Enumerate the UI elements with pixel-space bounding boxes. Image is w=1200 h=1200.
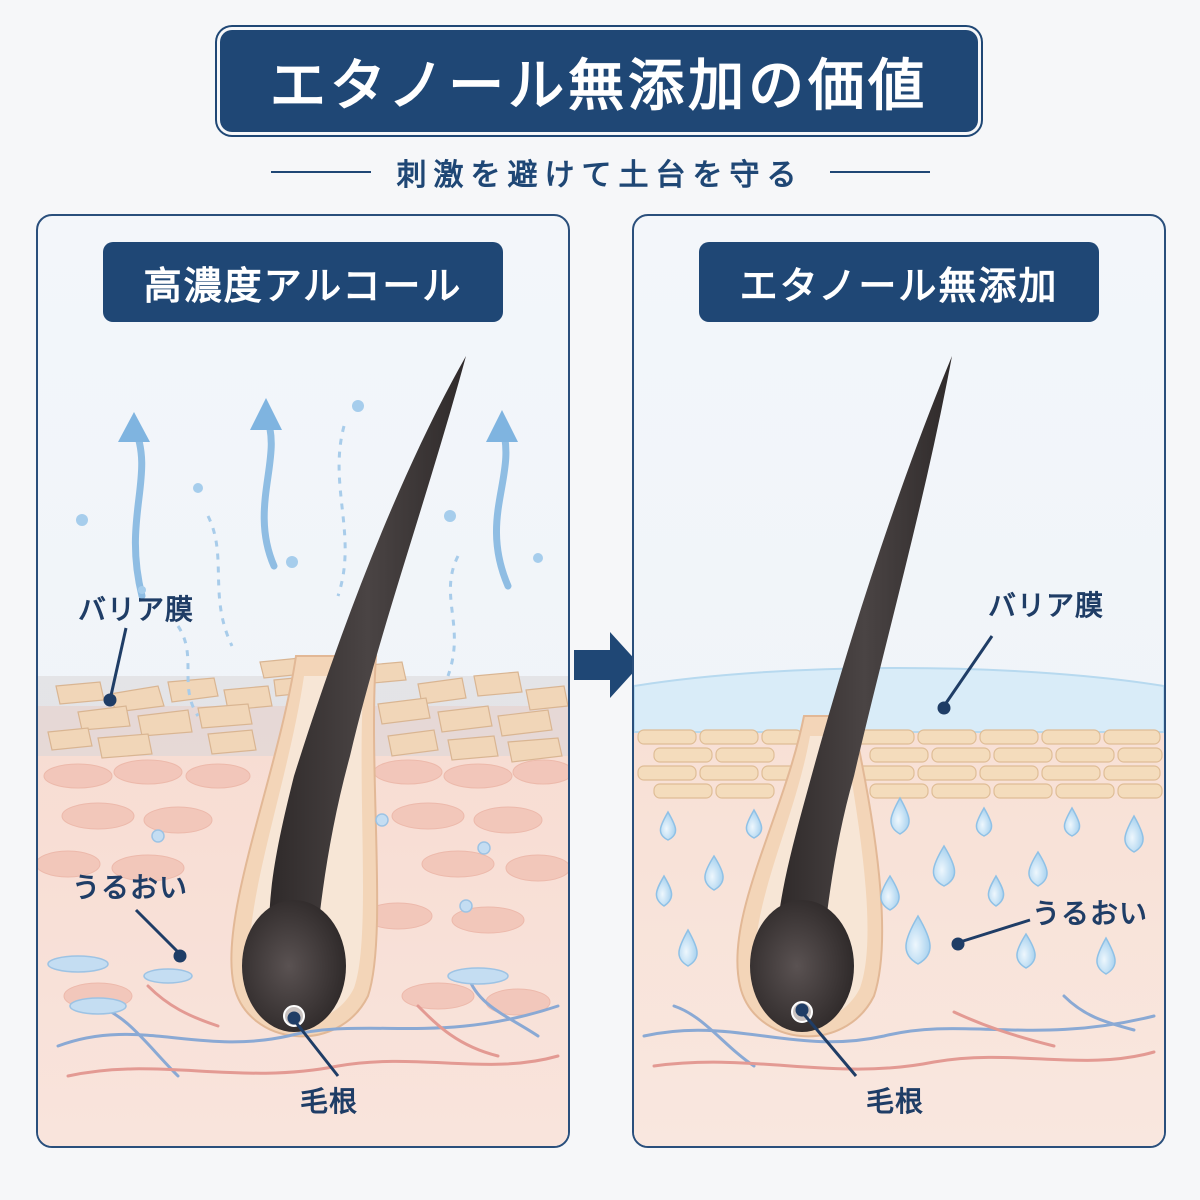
- moisture-droplets: [655, 796, 1144, 975]
- left-panel-heading-box: 高濃度アルコール: [103, 242, 503, 322]
- subtitle-line-left: [270, 171, 371, 173]
- stratum-bricks: [637, 729, 1163, 799]
- evaporation-arrowheads: [118, 398, 518, 442]
- skin-cells: [38, 759, 568, 1016]
- left-leaders: [103, 627, 340, 1077]
- hair-bulb: [750, 900, 854, 1032]
- left-label-root: 毛根: [300, 1085, 359, 1118]
- left-label-barrier: バリア膜: [78, 593, 195, 626]
- left-label-moisture: うるおい: [72, 871, 189, 904]
- page-title: エタノール無添加の価値: [269, 53, 929, 119]
- right-skin-illustration: [634, 356, 1164, 1146]
- hair-shaft: [269, 356, 466, 976]
- transition-arrow-icon: [574, 632, 640, 698]
- hair-bulb: [242, 900, 346, 1032]
- right-label-root: 毛根: [866, 1085, 925, 1118]
- right-panel-heading: エタノール無添加: [739, 263, 1059, 308]
- right-label-moisture: うるおい: [1032, 897, 1149, 930]
- evaporation-dashes: [176, 425, 460, 717]
- panel-high-alcohol: 高濃度アルコール バリア膜 うるおい 毛根: [36, 214, 570, 1148]
- barrier-film: [634, 667, 1164, 733]
- evaporation-droplets: [76, 400, 543, 594]
- panel-ethanol-free: エタノール無添加 バリア膜 うるおい 毛根: [632, 214, 1166, 1148]
- right-label-barrier: バリア膜: [988, 589, 1105, 622]
- evaporation-arrows: [130, 412, 512, 600]
- right-leaders: [795, 635, 1031, 1077]
- title-banner: エタノール無添加の価値: [220, 30, 978, 132]
- left-panel-heading: 高濃度アルコール: [143, 263, 463, 308]
- hair-shaft: [776, 356, 952, 976]
- right-panel-heading-box: エタノール無添加: [699, 242, 1099, 322]
- subtitle-line-right: [829, 171, 930, 173]
- subtitle-row: 刺激を避けて土台を守る: [0, 150, 1200, 194]
- page-subtitle: 刺激を避けて土台を守る: [396, 158, 804, 193]
- blood-vessels: [642, 994, 1156, 1071]
- moisture-left: [47, 813, 509, 1015]
- left-skin-illustration: [38, 356, 568, 1146]
- blood-vessels: [56, 974, 560, 1078]
